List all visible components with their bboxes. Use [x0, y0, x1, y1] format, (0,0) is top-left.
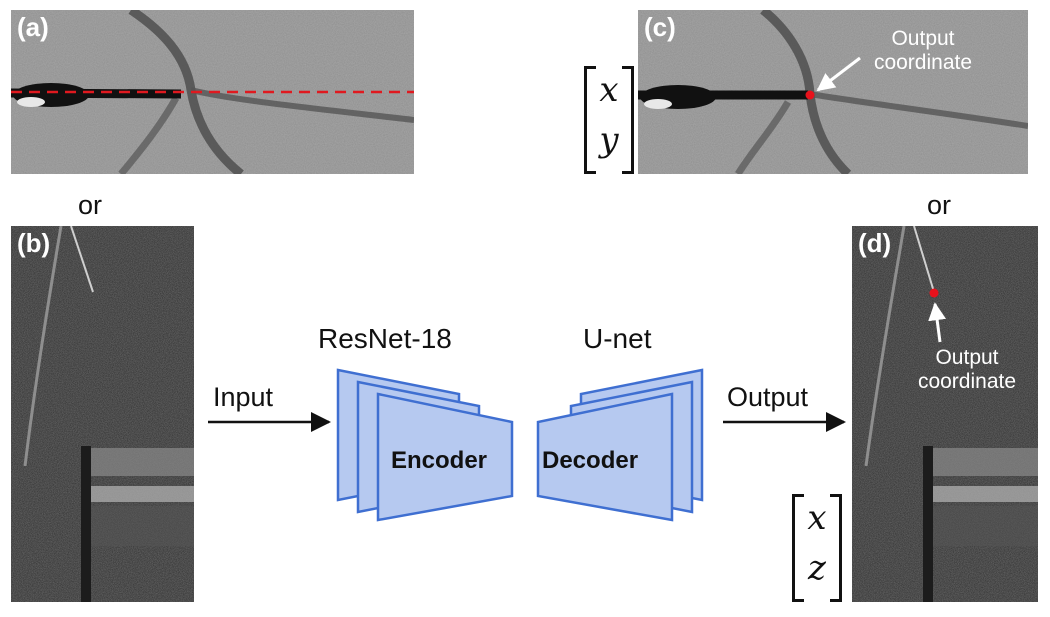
- or-connector-left: or: [78, 190, 103, 220]
- panel-c-annotation: Output coordinate: [853, 27, 993, 75]
- panel-d-annotation-line2: coordinate: [917, 370, 1017, 393]
- decoder-label: Decoder: [542, 447, 639, 474]
- panel-c-image: (c) Output coordinate: [638, 10, 1028, 174]
- panel-b-image: (b): [11, 226, 194, 602]
- vector-xz-top: x: [807, 498, 827, 538]
- output-label: Output: [727, 382, 809, 412]
- vector-xz: x z: [792, 494, 842, 602]
- encoder-title: ResNet-18: [318, 323, 452, 354]
- vector-xy: x y: [584, 66, 634, 174]
- input-arrow: [208, 412, 331, 432]
- panel-d-label: (d): [858, 228, 892, 258]
- panel-c-annotation-line1: Output: [891, 27, 955, 50]
- vector-xy-bottom: y: [599, 120, 619, 160]
- panel-c-label: (c): [644, 12, 676, 42]
- vector-xy-top: x: [599, 70, 619, 110]
- decoder-title: U-net: [583, 323, 652, 354]
- panel-d-image: (d) Output coordinate: [852, 226, 1038, 602]
- panel-a-image: (a): [11, 10, 414, 174]
- panel-c-annotation-line2: coordinate: [873, 51, 973, 74]
- output-arrow: [723, 412, 846, 432]
- decoder-block: [536, 368, 704, 522]
- panel-b-label: (b): [17, 228, 51, 258]
- or-connector-right: or: [927, 190, 952, 220]
- panel-d-annotation-line1: Output: [935, 346, 999, 369]
- panel-d-annotation: Output coordinate: [896, 346, 1038, 394]
- vector-xz-bottom: z: [808, 548, 826, 588]
- panel-a-label: (a): [17, 12, 49, 42]
- input-label: Input: [213, 382, 274, 412]
- encoder-block: [336, 368, 514, 522]
- encoder-label: Encoder: [391, 447, 488, 474]
